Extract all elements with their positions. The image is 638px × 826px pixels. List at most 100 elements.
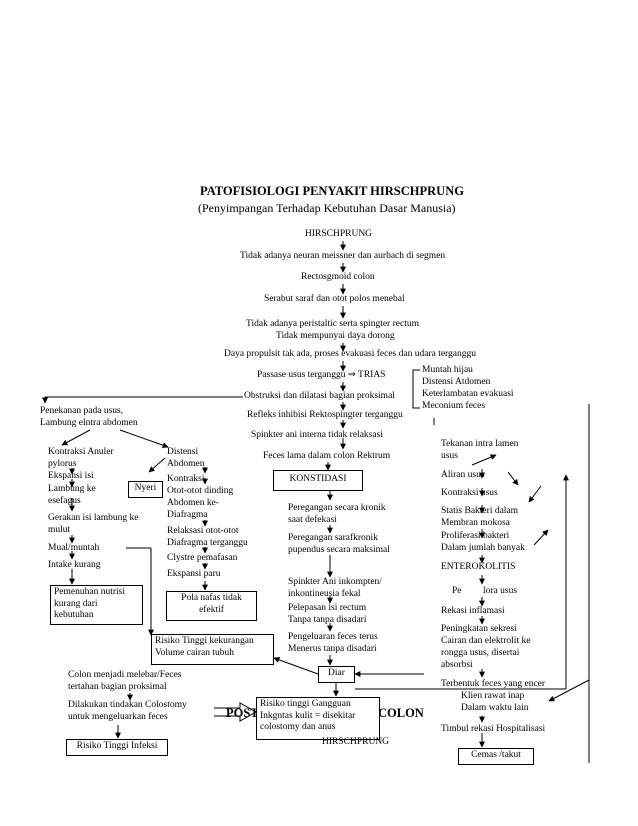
node-proliferasi-b: Dalam jumlah banyak (441, 543, 525, 553)
node-peregangan-1: Peregangan secara kronik (288, 503, 386, 513)
node-refleks: Refleks inhibisi Rektospingter terganggu (247, 410, 403, 420)
text-line: Distensi (167, 447, 199, 457)
text-line: Relaksasi otot-otot (167, 526, 239, 536)
trias-item: Keterlambatan evakuasi (422, 389, 514, 399)
arrow-to-nyeri (148, 457, 166, 473)
text-line: kebutuhan (54, 610, 94, 620)
text-line: Pemenuhan nutrisi (54, 587, 125, 597)
text-line: Ekspansi paru (167, 569, 221, 579)
box-risiko-infeksi: Risiko Tinggi Infeksi (66, 739, 168, 756)
node-proliferasi: Proliferasi bakteri (441, 531, 510, 541)
text-line: Diafragma (167, 510, 208, 520)
node-peregangan-2b: pupendus secara maksimal (288, 545, 390, 555)
text-line: Gerakan isi lambung ke (48, 513, 139, 523)
text-line: Abdomen ke- (167, 498, 219, 508)
arrow-to-distensi (119, 429, 169, 449)
node-spinkter-interna: Spinkter ani interna tidak relaksasi (251, 430, 383, 440)
node-klien-b: Dalam waktu lain (461, 703, 529, 713)
box-pola-nafas: Pola nafas tidak efektif (166, 591, 257, 621)
node-passase: Passase usus terganggu ⇒ TRIAS (257, 370, 386, 380)
trias-item: Distensi Atdomen (422, 377, 491, 387)
text-line: esefagus (48, 496, 81, 506)
node-peningkatan-b: Cairan dan elektrolit ke (441, 636, 531, 646)
node-aliran: Aliran usus (441, 470, 485, 480)
node-peningkatan-c: rongga usus, disertai (441, 648, 520, 658)
node-rectosigmoid: Rectosgmoid colon (301, 272, 375, 282)
text-line: Lambung ke (48, 484, 96, 494)
text-line: Clystre pemafasan (167, 553, 238, 563)
node-peregangan-1b: saat defekasi (288, 515, 337, 525)
node-pengeluaran: Pengeluaran feces terus (288, 632, 378, 642)
node-pe: Pe (452, 586, 462, 596)
node-pengeluaran-b: Menerus tanpa disadari (288, 644, 377, 654)
node-spinkter-ani-b: inkontineusia fekal (288, 589, 361, 599)
text-line: efektif (199, 604, 224, 615)
node-peregangan-2: Peregangan sarafkronik (288, 533, 378, 543)
box-konstidasi: KONSTIDASI (273, 470, 363, 491)
box-cemas: Cemas /takut (458, 748, 534, 765)
text-line: pylorus (48, 459, 77, 469)
text-line: Risiko tinggi Gangguan (260, 699, 351, 709)
node-enterokolitis: ENTEROKOLITIS (441, 562, 516, 572)
box-nyeri: Nyeri (128, 481, 163, 498)
node-colostomy-b: untuk mengeluarkan feces (68, 712, 168, 722)
node-peningkatan-d: absorbsi (441, 660, 473, 670)
box-diare: Diar (318, 666, 355, 683)
node-neuran: Tidak adanya neuran meissner dan aurbach… (240, 251, 446, 261)
node-colostomy: Dilakukan tindakan Colostomy (68, 700, 187, 710)
node-propulsit: Daya propulsit tak ada, proses evakuasi … (224, 349, 477, 359)
text-line: Ekspansi isi (48, 471, 94, 481)
node-flora: lora usus (483, 586, 518, 596)
node-hirschprung: HIRSCHPRUNG (305, 229, 373, 239)
node-peristaltic: Tidak adanya peristaltic serta spingter … (246, 319, 419, 329)
trias-bracket (412, 369, 420, 409)
node-serabut: Serabut saraf dan otot polos menebal (264, 294, 405, 304)
text-line: Otot-otot dinding (167, 486, 234, 496)
text-line: Inkgntas kulit = disekitar (260, 710, 356, 721)
node-daya-dorong: Tidak mempunyai daya dorong (276, 331, 395, 341)
node-timbul: Timbul rekasi Hospitalisasi (441, 724, 546, 734)
node-colon-melebar: Colon menjadi melebar/Feces (68, 670, 182, 680)
node-penekanan-2: Lambung elntra abdomen (40, 418, 138, 428)
node-penekanan-1: Penekanan pada usus, (40, 406, 124, 416)
node-tekanan: Tekanan intra lamen (441, 439, 519, 449)
text-line: Risiko Tinggi kekurangan (155, 636, 254, 646)
node-rekasi: Rekasi inflamasi (441, 606, 505, 616)
box-nutrisi: Pemenuhan nutrisi kurang dari kebutuhan (50, 585, 143, 625)
arrow-to-kontraksi (61, 429, 91, 446)
page-subtitle: (Penyimpangan Terhadap Kebutuhan Dasar M… (198, 201, 456, 215)
node-intake: Intake kurang (48, 560, 101, 570)
page-title: PATOFISIOLOGI PENYAKIT HIRSCHPRUNG (200, 184, 464, 198)
hirschprung-bottom: HIRSCHPRUNG (322, 737, 390, 747)
trias-item: Meconium feces (422, 401, 486, 411)
node-pelepasan-b: Tanpa tanpa disadari (288, 615, 367, 625)
text-line: Volume cairan tubuh (155, 647, 234, 658)
box-risiko-volume: Risiko Tinggi kekurangan Volume cairan t… (151, 634, 274, 665)
text-line: kurang dari (54, 598, 98, 609)
text-line: Kontraksi (167, 474, 205, 484)
node-klien: Klien rawat inap (461, 691, 525, 701)
node-kontraksi-usus: Kontraksi usus (441, 488, 498, 498)
node-obstruksi: Obstruksi dan dilatasi bagian proksimal (244, 391, 395, 401)
node-feces-lama: Feces lama dalam colon Rektrum (263, 451, 391, 461)
node-tekanan-b: usus (441, 451, 458, 461)
node-statis: Statis Bakteri dalam (441, 506, 519, 516)
text-line: Diafragma terganggu (167, 538, 248, 548)
colon-label: COLON (378, 706, 424, 720)
node-statis-b: Membran mokosa (441, 518, 510, 528)
node-pelepasan: Pelepasan isi rectum (288, 603, 367, 613)
text-line: mulut (48, 525, 71, 535)
text-line: colostomy dan anus (260, 722, 336, 732)
trias-item: Muntah hijau (422, 365, 473, 375)
post-label: POST (226, 706, 259, 720)
text-line: Abdomen (167, 459, 205, 469)
node-colon-melebar-b: tertahan bagian proksimal (68, 682, 167, 692)
box-risiko-kulit: Risiko tinggi Gangguan Inkgntas kulit = … (256, 697, 380, 740)
node-spinkter-ani: Spinkter Ani inkompten/ (288, 577, 382, 587)
text-line: Kontraksi Anuler (48, 447, 114, 457)
node-mual: Mual/muntah (48, 543, 100, 553)
node-terbentuk: Terbentuk feces yang encer (441, 679, 546, 689)
node-peningkatan: Peningkatan sekresi (441, 624, 517, 634)
text-line: Pola nafas tidak (181, 593, 242, 603)
